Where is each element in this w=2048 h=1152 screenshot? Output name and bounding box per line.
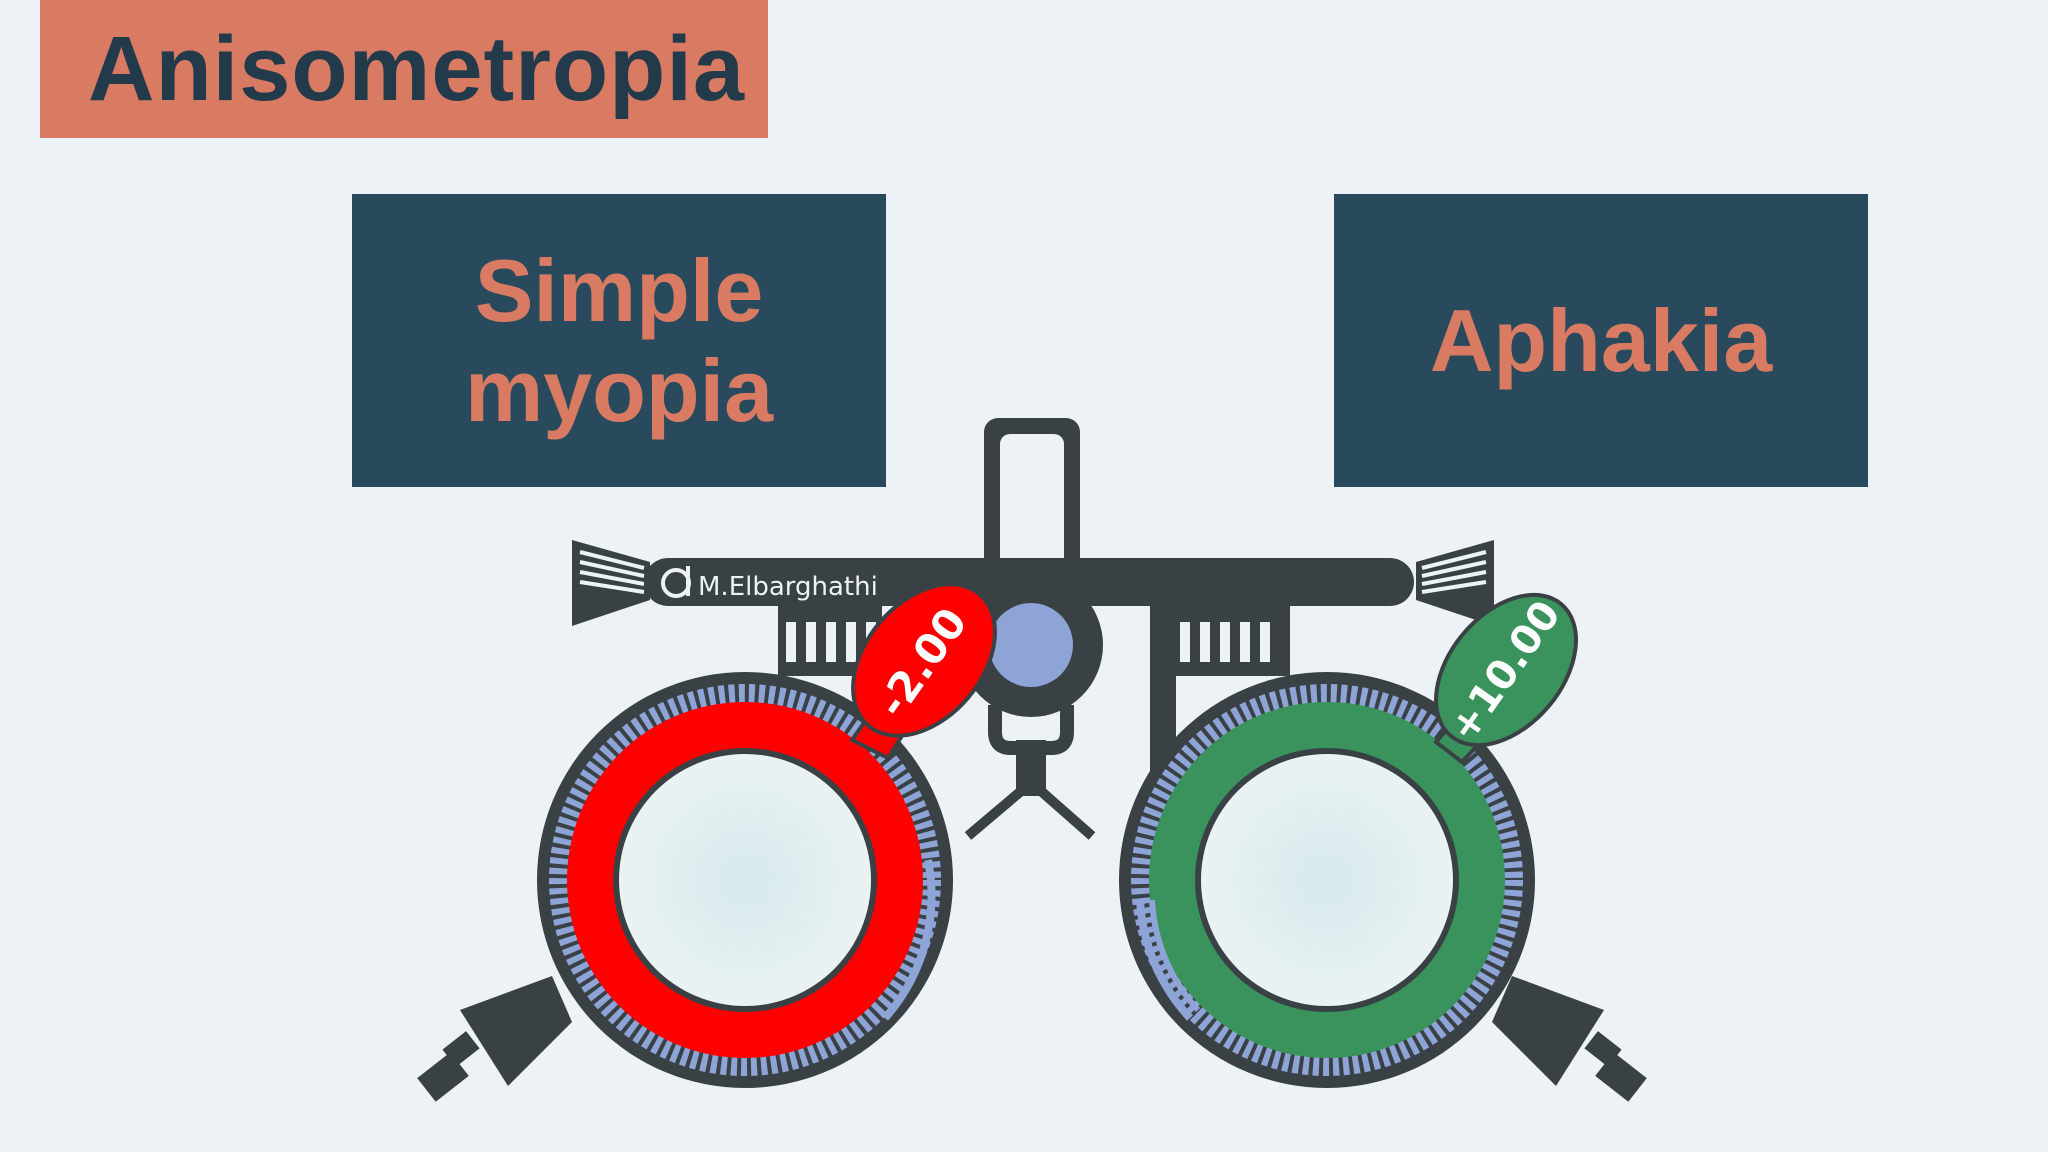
left-temple-end [572, 540, 650, 626]
left-lens-glass [619, 754, 871, 1006]
left-eye-label-line2: myopia [464, 340, 774, 440]
right-lens-tag: +10.00 [1433, 593, 1578, 765]
right-eye-label: Aphakia [1429, 290, 1773, 390]
nose-piece [959, 573, 1103, 840]
right-lens-glass [1201, 754, 1453, 1006]
page-title: Anisometropia [88, 17, 746, 120]
right-axis-knob [1492, 976, 1647, 1102]
left-eye-post [778, 600, 882, 676]
right-temple-end [1416, 540, 1494, 626]
left-lens-tag: -2.00 [849, 582, 997, 761]
title-banner: Anisometropia [40, 0, 768, 138]
brand-logo: M.Elbarghathi [661, 566, 878, 602]
right-eye-label-box: Aphakia [1334, 194, 1868, 487]
brand-name: M.Elbarghathi [698, 572, 878, 602]
left-eye-label-box: Simple myopia [352, 194, 886, 487]
left-lens-cell [537, 672, 953, 1088]
right-lens-cell [1119, 672, 1535, 1088]
left-eye-label-line1: Simple [474, 240, 764, 340]
left-axis-knob [417, 976, 572, 1102]
frame-handle [984, 418, 1080, 578]
